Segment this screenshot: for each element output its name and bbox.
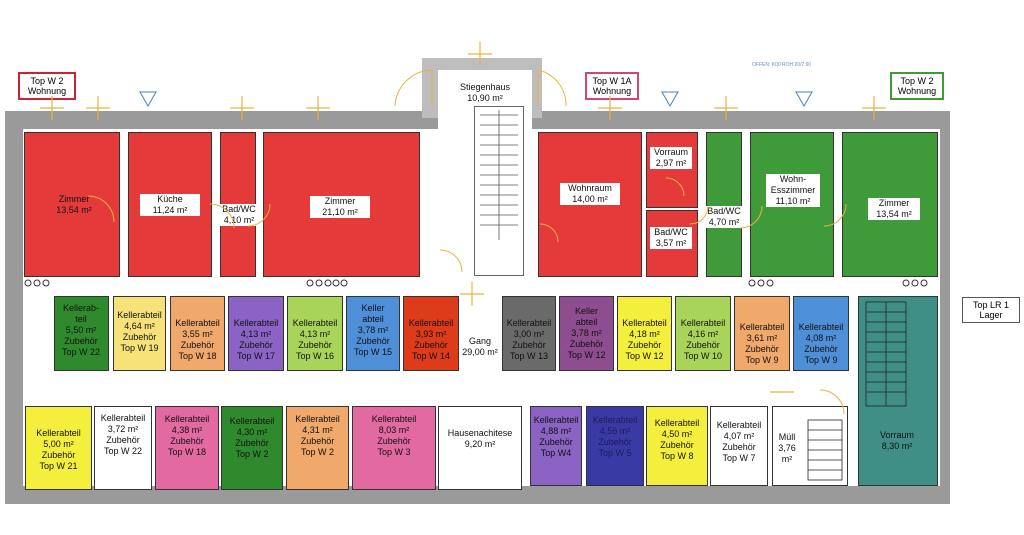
cellar-w16 [287,296,343,371]
cellar-w2b [286,406,349,490]
cellar-w4 [530,406,582,486]
room-vorraum-w1a [646,132,698,208]
cellar-w22a [54,296,109,371]
door-arcs [87,69,847,415]
cellar-w10 [675,296,731,371]
window-ticks [40,42,886,393]
cellar-w2a [221,406,283,490]
corridor-top [23,276,940,294]
cellar-w14 [403,296,459,371]
room-hausreinigung [438,406,522,490]
corridor-mid [23,372,940,404]
cellar-w15 [346,296,400,371]
column-dots [24,279,928,287]
cellar-w13 [502,296,556,371]
vent-arrows [139,91,813,108]
cellar-w12a [559,296,614,371]
cellar-w5 [586,406,644,486]
cellar-w9a [734,296,790,371]
room-wohnraum [538,132,642,277]
cellar-w22b [94,406,152,490]
outer-wall-right [940,111,950,504]
stair-steps [480,110,518,240]
cellar-w3 [352,406,436,490]
room-vorraum-lr [858,296,938,486]
lr-stair [865,301,907,407]
room-zimmer-left [24,132,120,277]
cellar-w18a [170,296,225,371]
muell-stair [807,419,843,481]
cellar-w8 [646,406,708,486]
outer-wall-left [5,111,23,504]
room-muell [772,406,848,486]
cellar-w17 [228,296,284,371]
cellar-w21 [25,406,92,490]
cellar-w7 [710,406,768,486]
cellar-w19 [113,296,166,371]
room-badwc-right [706,132,742,277]
cellar-w18b [155,406,219,490]
outer-wall-bottom [5,486,943,504]
top-note: OFFEN: K00 ROH 20/7.90 [752,62,812,68]
cellar-w12b [617,296,672,371]
cellar-w9b [793,296,849,371]
